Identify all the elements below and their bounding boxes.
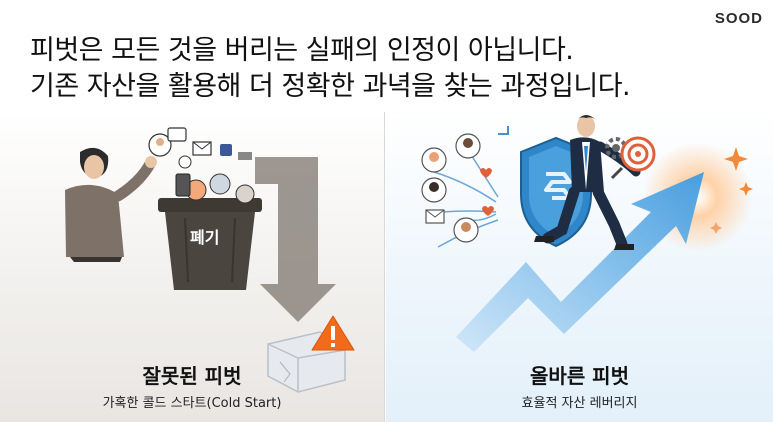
wrong-pivot-caption: 잘못된 피벗 가혹한 콜드 스타트(Cold Start): [0, 360, 384, 411]
right-pivot-panel: 올바른 피벗 효율적 자산 레버리지: [386, 112, 773, 422]
right-pivot-caption: 올바른 피벗 효율적 자산 레버리지: [386, 360, 773, 411]
woman-figure: [65, 147, 157, 262]
discarded-items: [148, 127, 255, 204]
growth-arrow-icon: [456, 172, 704, 352]
wrong-pivot-panel: 폐기 잘못된 피벗 가혹한 콜드 스타트(Cold Start): [0, 112, 384, 422]
trash-bin-icon: [158, 198, 262, 290]
trash-label: 폐기: [190, 228, 220, 247]
right-pivot-subtitle: 효율적 자산 레버리지: [521, 396, 638, 411]
headline: 피벗은 모든 것을 버리는 실패의 인정이 아닙니다. 기존 자산을 활용해 더…: [30, 33, 730, 105]
wrong-pivot-title: 잘못된 피벗: [142, 364, 242, 388]
right-pivot-illustration: [421, 115, 753, 352]
avatar-icons: [421, 126, 509, 243]
right-pivot-title: 올바른 피벗: [530, 364, 629, 388]
brand-logo: SOOD: [714, 10, 763, 27]
headline-line-1: 피벗은 모든 것을 버리는 실패의 인정이 아닙니다.: [30, 35, 574, 66]
warning-icon: [311, 315, 355, 351]
wrong-pivot-illustration: [65, 127, 355, 393]
panel-divider: [384, 112, 385, 422]
wrong-pivot-subtitle: 가혹한 콜드 스타트(Cold Start): [102, 396, 282, 411]
headline-line-2: 기존 자산을 활용해 더 정확한 과녁을 찾는 과정입니다.: [30, 71, 631, 102]
target-icon: [610, 136, 656, 180]
down-arrow-icon: [255, 157, 336, 322]
